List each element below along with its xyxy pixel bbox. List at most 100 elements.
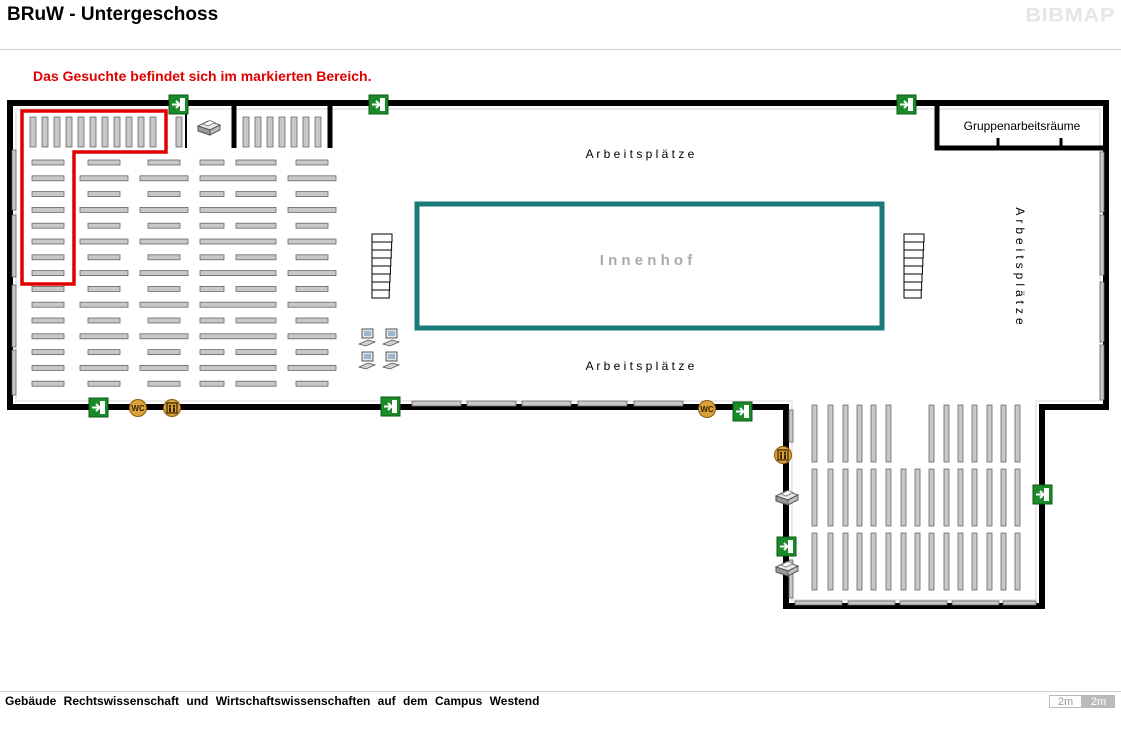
page-title: BRuW - Untergeschoss [7,4,219,25]
shelf [31,333,65,340]
search-result-notice: Das Gesuchte befindet sich im markierten… [33,68,372,84]
shelf [175,116,183,148]
shelf [811,468,818,527]
shelf [986,532,993,591]
shelf [87,380,121,387]
shelf [199,222,225,229]
shelf [149,116,157,148]
shelf [31,317,65,324]
shelf [235,159,277,166]
shelf-grid-left [31,159,337,387]
shelf [199,159,225,166]
stair-step [371,281,391,291]
shelf [900,468,907,527]
annex-shelves [811,404,1021,591]
stair-step [903,257,924,267]
shelf [87,254,121,261]
highlighted-area[interactable] [20,109,168,286]
shelf [147,191,181,198]
shelf [986,404,993,463]
shelf [31,285,65,292]
scale-segment: 2m [1082,695,1115,708]
shelf [199,380,225,387]
shelf [811,532,818,591]
shelf [287,206,337,213]
shelf [287,301,337,308]
stair-step [903,281,923,291]
stair-step [903,265,923,275]
shelf [827,404,834,463]
shelf [870,468,877,527]
shelf [199,301,277,308]
shelf [31,222,65,229]
shelf [139,206,189,213]
stair-step [903,273,923,283]
shelf [125,116,133,148]
shelf [1000,532,1007,591]
shelf [314,116,322,148]
shelf [287,175,337,182]
shelf [139,175,189,182]
shelf [235,285,277,292]
shelf [199,333,277,340]
shelf [943,404,950,463]
stairs-left [371,233,393,299]
shelf [87,222,121,229]
shelf [199,254,225,261]
shelf [943,532,950,591]
shelf [31,380,65,387]
elevator-icon [162,398,182,418]
stair-step [371,265,391,275]
shelf [914,532,921,591]
shelf [842,468,849,527]
shelf [31,238,65,245]
shelf [856,404,863,463]
shelf [199,238,277,245]
shelf [235,222,277,229]
shelf [295,159,329,166]
shelf [856,532,863,591]
shelf [302,116,310,148]
shelf [870,404,877,463]
shelf [295,191,329,198]
shelf [842,532,849,591]
scale-segment: 2m [1049,695,1082,708]
shelf [856,468,863,527]
exit-icon [896,94,917,115]
shelf [235,317,277,324]
shelf [79,175,129,182]
shelf [139,364,189,371]
shelf [31,301,65,308]
shelf [287,270,337,277]
stair-step [371,257,392,267]
shelf [287,333,337,340]
page-footer: Gebäude Rechtswissenschaft und Wirtschaf… [0,691,1121,731]
shelf [89,116,97,148]
shelf [199,317,225,324]
stair-step [371,249,392,259]
exit-icon [88,397,109,418]
shelf [1014,532,1021,591]
shelf [77,116,85,148]
shelf [971,404,978,463]
shelf [254,116,262,148]
shelf [235,349,277,356]
shelf [31,270,65,277]
shelf [287,238,337,245]
shelf [87,317,121,324]
shelf [31,206,65,213]
shelf [147,317,181,324]
shelf [79,364,129,371]
wc-icon [698,400,716,418]
shelf [287,364,337,371]
shelf [266,116,274,148]
shelf [957,468,964,527]
shelf [885,532,892,591]
shelf [811,404,818,463]
shelf [1014,468,1021,527]
shelf [235,191,277,198]
stair-step [903,289,922,299]
stairs-right [903,233,925,299]
shelf [957,404,964,463]
shelf [235,254,277,261]
